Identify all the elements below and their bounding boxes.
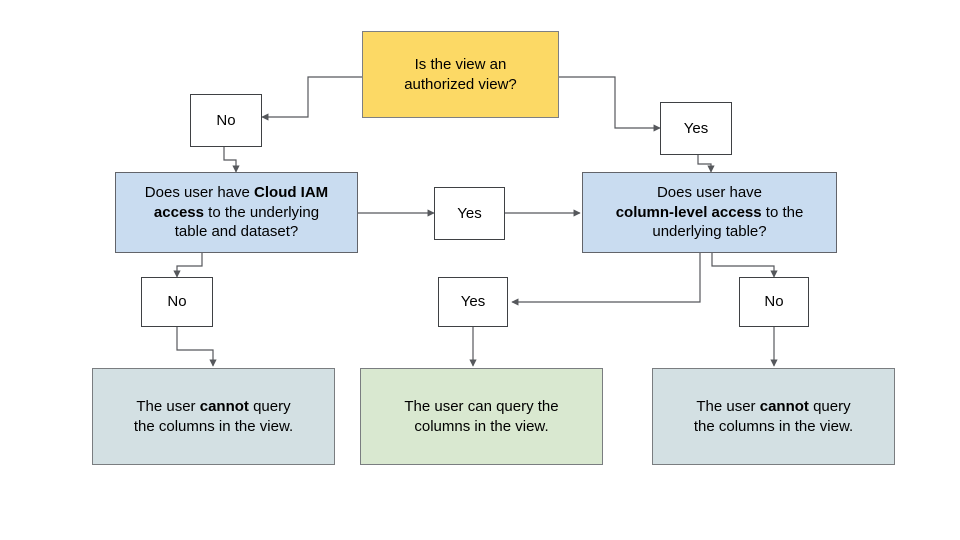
label-no-top[interactable]: No (190, 94, 262, 147)
edge-column-to-yes (511, 253, 701, 306)
edge-no-to-outcome-left (176, 327, 217, 367)
label-yes-top-text: Yes (683, 119, 709, 137)
iam-question-text: Does user have Cloud IAM access to the u… (145, 183, 328, 242)
label-yes-middle[interactable]: Yes (434, 187, 505, 240)
outcome-right-line2: the columns in the view. (693, 417, 854, 435)
edge-start-to-no (261, 76, 362, 121)
label-yes-bottom-text: Yes (460, 293, 486, 311)
label-no-right-text: No (764, 293, 784, 311)
iam-q-line2-plain: to the underlying (203, 203, 320, 221)
outcome-right-line1-b: query (808, 397, 851, 415)
edge-no-to-iam (223, 147, 240, 173)
label-yes-middle-text: Yes (457, 204, 482, 222)
outcome-right-line1-a: The user (696, 397, 760, 415)
outcome-middle-line2: columns in the view. (414, 417, 549, 435)
col-q-line2-bold: column-level access (615, 203, 762, 221)
outcome-middle-line1: The user can query the (404, 397, 559, 415)
col-q-line2-plain: to the (761, 203, 804, 221)
outcome-left-line2: the columns in the view. (133, 417, 294, 435)
outcome-left-text: The user cannot query the columns in the… (134, 397, 293, 437)
node-outcome-middle[interactable]: The user can query the columns in the vi… (360, 368, 603, 465)
node-start-question[interactable]: Is the view an authorized view? (362, 31, 559, 118)
column-question-text: Does user have column-level access to th… (616, 183, 804, 242)
outcome-left-line1-b: query (248, 397, 291, 415)
node-column-question[interactable]: Does user have column-level access to th… (582, 172, 837, 253)
edge-column-to-no (711, 253, 778, 278)
label-no-left-text: No (167, 293, 187, 311)
outcome-left-line1-bold: cannot (199, 397, 249, 415)
edge-iam-to-no (173, 253, 203, 278)
col-q-line3: underlying table? (652, 223, 767, 241)
outcome-left-line1-a: The user (136, 397, 200, 415)
iam-q-line1-bold: Cloud IAM (254, 183, 329, 201)
node-outcome-left[interactable]: The user cannot query the columns in the… (92, 368, 335, 465)
edge-start-to-yes (559, 76, 661, 132)
start-question-text: Is the view an authorized view? (404, 55, 517, 93)
label-no-right[interactable]: No (739, 277, 809, 327)
outcome-middle-text: The user can query the columns in the vi… (404, 397, 558, 437)
outcome-right-line1-bold: cannot (759, 397, 809, 415)
label-no-top-text: No (216, 111, 236, 129)
label-no-left[interactable]: No (141, 277, 213, 327)
label-yes-top[interactable]: Yes (660, 102, 732, 155)
col-q-line1: Does user have (656, 183, 763, 201)
iam-q-line1-plain: Does user have (144, 183, 255, 201)
edge-yes-to-column (697, 155, 715, 173)
node-iam-question[interactable]: Does user have Cloud IAM access to the u… (115, 172, 358, 253)
label-yes-bottom[interactable]: Yes (438, 277, 508, 327)
iam-q-line2-bold: access (153, 203, 204, 221)
outcome-right-text: The user cannot query the columns in the… (694, 397, 853, 437)
node-outcome-right[interactable]: The user cannot query the columns in the… (652, 368, 895, 465)
iam-q-line3: table and dataset? (174, 223, 299, 241)
